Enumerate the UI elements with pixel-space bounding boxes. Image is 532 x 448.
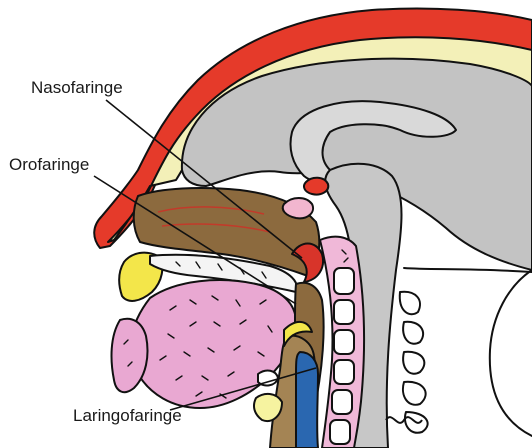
spinous-processes	[400, 292, 428, 433]
back-contour	[490, 270, 532, 436]
neck-outline	[404, 268, 532, 272]
label-laringofaringe: Laringofaringe	[73, 406, 182, 426]
thyroid-cartilage	[254, 394, 282, 421]
trachea	[296, 352, 318, 448]
vertebra-c4	[334, 330, 354, 354]
vertebra-c5	[334, 360, 354, 384]
vertebra-c2	[334, 268, 354, 294]
label-nasofaringe: Nasofaringe	[31, 78, 123, 98]
sphenoid-sinus	[283, 198, 313, 218]
vertebra-c7	[330, 420, 350, 444]
label-orofaringe: Orofaringe	[9, 155, 89, 175]
tongue	[131, 280, 296, 408]
vertebra-c6	[332, 390, 352, 414]
vertebra-c3	[334, 300, 354, 324]
pituitary	[304, 178, 328, 195]
